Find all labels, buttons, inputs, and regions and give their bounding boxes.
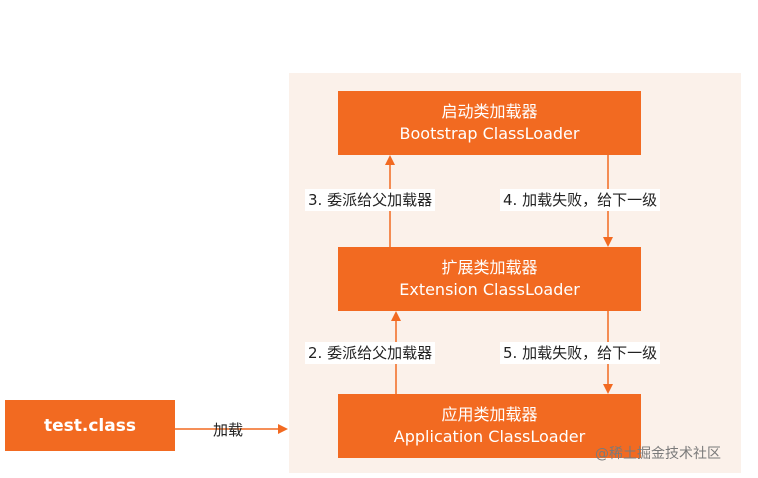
extension-subtitle: Extension ClassLoader xyxy=(399,280,580,299)
label-load: 加载 xyxy=(213,421,244,439)
test-class-box: test.class xyxy=(5,400,175,451)
label-delegate-to-extension: 2. 委派给父加载器 xyxy=(305,342,436,364)
test-class-label: test.class xyxy=(44,415,136,436)
application-classloader-box: 应用类加载器 Application ClassLoader xyxy=(338,394,641,458)
bootstrap-classloader-box: 启动类加载器 Bootstrap ClassLoader xyxy=(338,91,641,155)
bootstrap-subtitle: Bootstrap ClassLoader xyxy=(399,124,580,143)
application-title: 应用类加载器 xyxy=(441,405,538,424)
label-fail-from-bootstrap: 4. 加载失败，给下一级 xyxy=(500,189,661,211)
application-subtitle: Application ClassLoader xyxy=(393,427,586,446)
label-delegate-to-bootstrap: 3. 委派给父加载器 xyxy=(305,189,436,211)
label-fail-from-extension: 5. 加载失败，给下一级 xyxy=(500,342,661,364)
watermark: @稀土掘金技术社区 xyxy=(595,446,721,462)
extension-classloader-box: 扩展类加载器 Extension ClassLoader xyxy=(338,247,641,311)
bootstrap-title: 启动类加载器 xyxy=(441,102,538,121)
extension-title: 扩展类加载器 xyxy=(441,258,538,277)
